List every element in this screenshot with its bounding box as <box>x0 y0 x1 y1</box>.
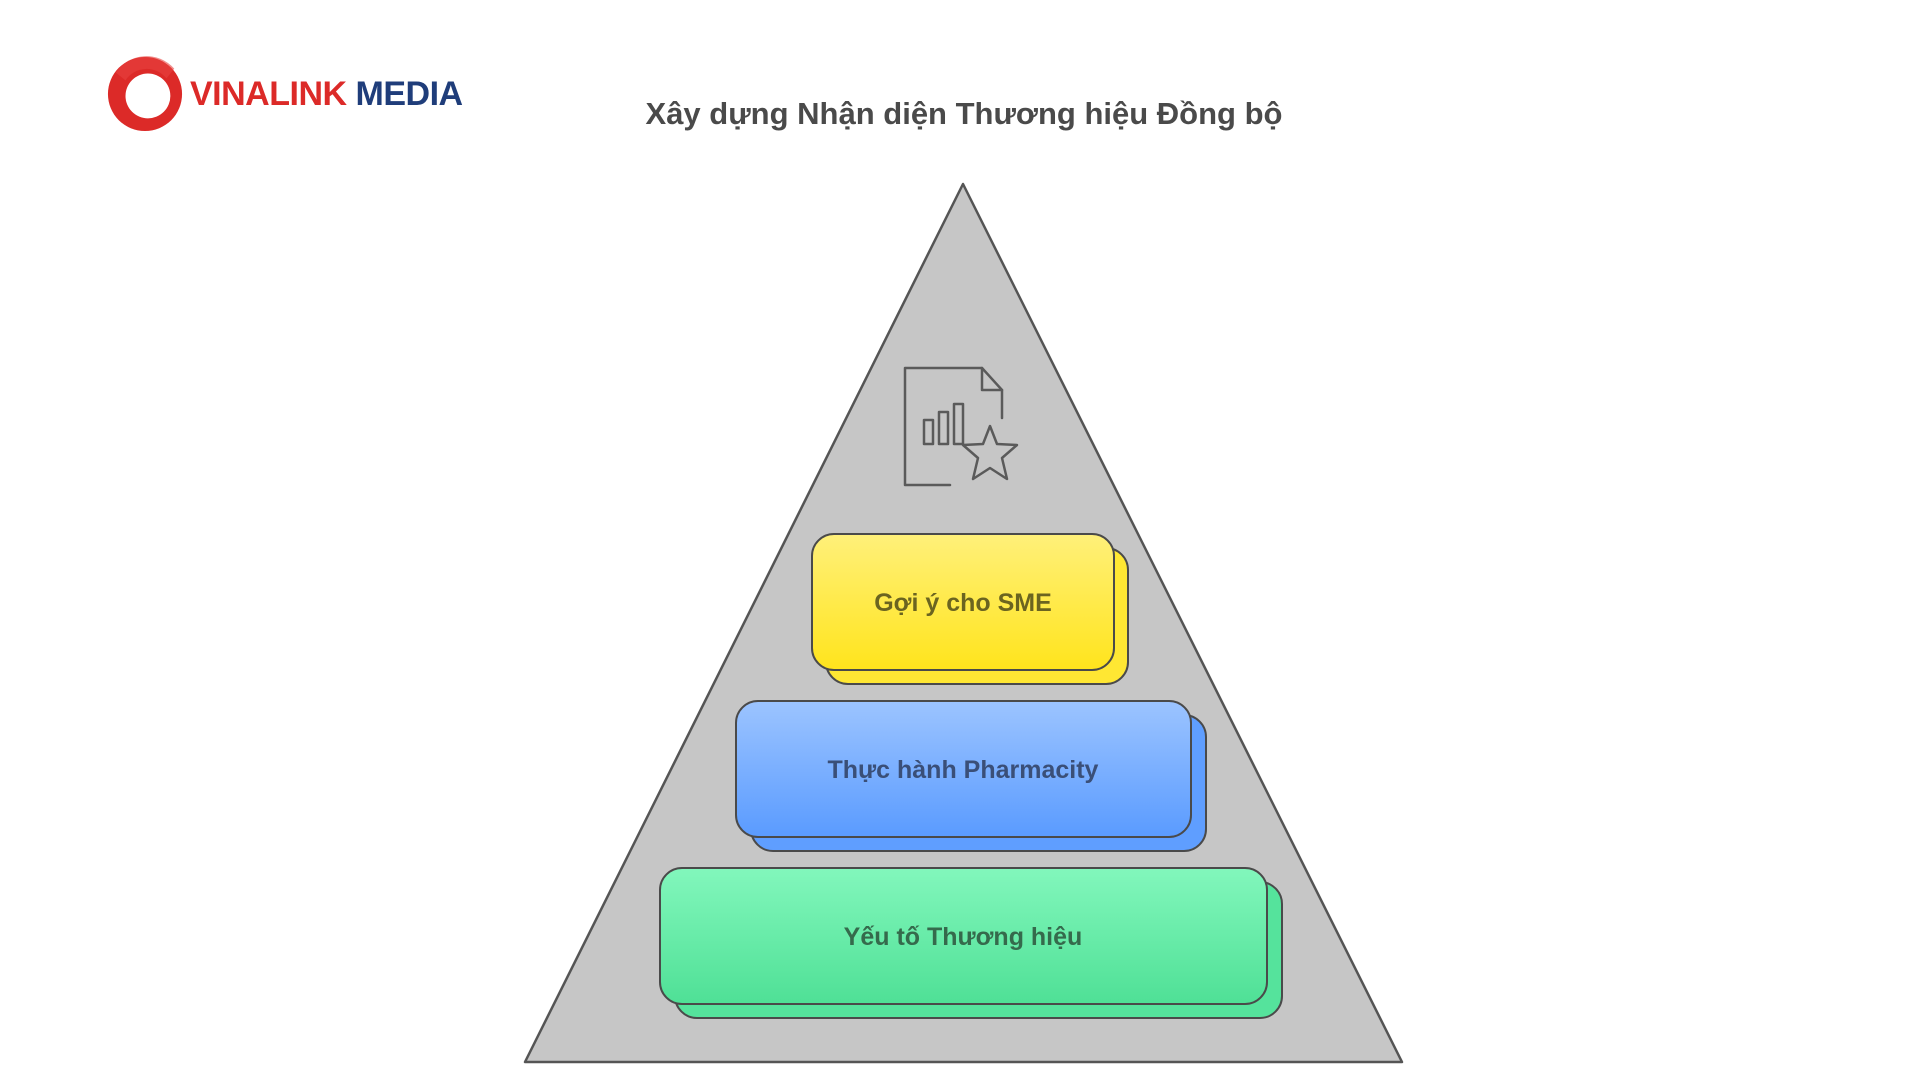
layer-pharmacity: Thực hành Pharmacity <box>735 700 1207 852</box>
brand-logo[interactable]: VINALINK MEDIA <box>106 54 463 134</box>
brand-name-part1: VINALINK <box>190 74 347 113</box>
layer-brand-elements-label: Yếu tố Thương hiệu <box>844 923 1083 951</box>
brand-name: VINALINK MEDIA <box>190 75 463 114</box>
layer-sme: Gợi ý cho SME <box>811 533 1129 685</box>
vinalink-ring-logo-icon <box>107 56 183 132</box>
diagram-title: Xây dựng Nhận diện Thương hiệu Đồng bộ <box>645 96 1283 131</box>
layer-pharmacity-label: Thực hành Pharmacity <box>828 756 1099 784</box>
layer-brand-elements: Yếu tố Thương hiệu <box>659 867 1283 1019</box>
document-chart-star-icon <box>903 366 1019 487</box>
layer-sme-label: Gợi ý cho SME <box>874 589 1052 617</box>
brand-name-part2: MEDIA <box>355 74 464 113</box>
